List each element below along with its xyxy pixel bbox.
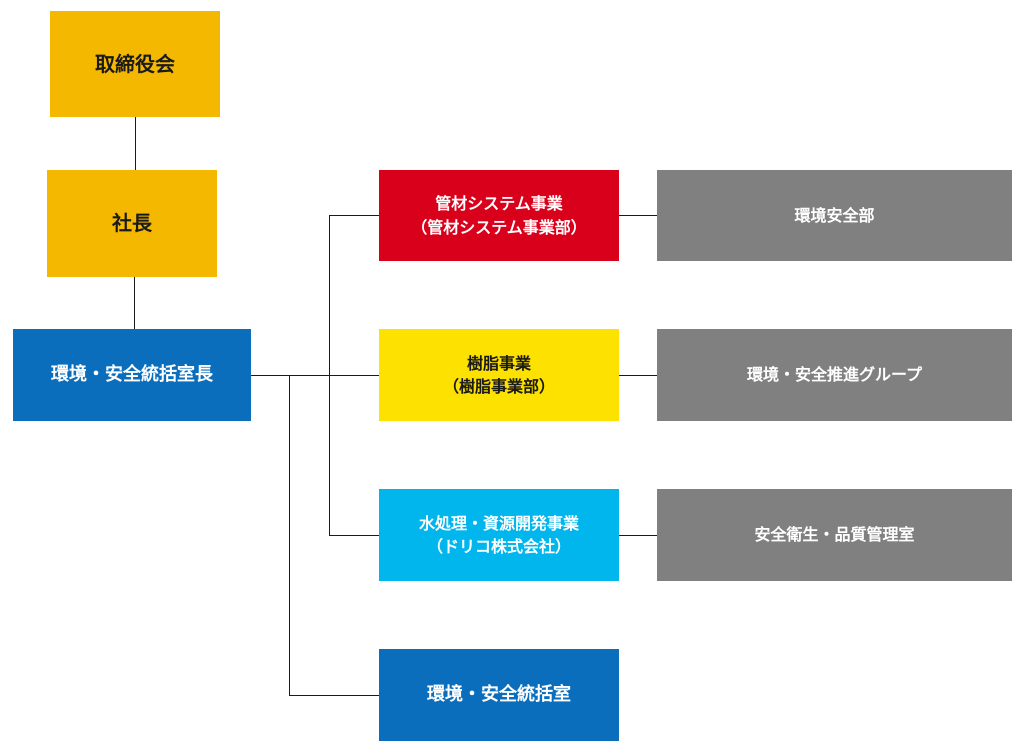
node-resin-division-line1: 樹脂事業 bbox=[466, 353, 531, 373]
node-office: 環境・安全統括室 bbox=[379, 649, 619, 741]
node-board-label: 取締役会 bbox=[95, 51, 175, 76]
node-pipe-division: 管材システム事業 （管材システム事業部） bbox=[379, 170, 619, 261]
node-water-division: 水処理・資源開発事業 （ドリコ株式会社） bbox=[379, 489, 619, 581]
connector-board-president bbox=[135, 117, 136, 170]
node-director: 環境・安全統括室長 bbox=[13, 329, 251, 421]
connector-office-bus bbox=[289, 375, 290, 695]
node-director-label: 環境・安全統括室長 bbox=[51, 363, 213, 385]
connector-director-trunk bbox=[251, 375, 379, 376]
node-office-label: 環境・安全統括室 bbox=[427, 683, 571, 705]
node-hygiene-quality-office-label: 安全衛生・品質管理室 bbox=[754, 525, 915, 545]
connector-division-bus bbox=[329, 215, 330, 535]
node-env-safety-dept-label: 環境安全部 bbox=[794, 205, 875, 225]
node-water-division-line1: 水処理・資源開発事業 bbox=[418, 513, 579, 533]
node-hygiene-quality-office: 安全衛生・品質管理室 bbox=[657, 489, 1012, 581]
node-resin-division: 樹脂事業 （樹脂事業部） bbox=[379, 329, 619, 421]
node-resin-division-line2: （樹脂事業部） bbox=[442, 377, 555, 396]
connector-water-office bbox=[619, 535, 657, 536]
node-env-safety-dept: 環境安全部 bbox=[657, 170, 1012, 261]
node-env-safety-group-label: 環境・安全推進グループ bbox=[746, 365, 923, 385]
node-president: 社長 bbox=[47, 170, 217, 277]
node-pipe-division-line1: 管材システム事業 bbox=[435, 194, 563, 214]
connector-bus-pipe bbox=[329, 215, 379, 216]
node-water-division-line2: （ドリコ株式会社） bbox=[426, 537, 571, 556]
node-pipe-division-line2: （管材システム事業部） bbox=[411, 217, 587, 237]
connector-bus-office bbox=[289, 695, 379, 696]
node-env-safety-group: 環境・安全推進グループ bbox=[657, 329, 1012, 421]
connector-president-director bbox=[134, 277, 135, 329]
node-board: 取締役会 bbox=[50, 11, 220, 117]
connector-resin-group bbox=[619, 375, 657, 376]
connector-bus-water bbox=[329, 535, 379, 536]
node-president-label: 社長 bbox=[112, 211, 152, 235]
connector-pipe-dept bbox=[619, 215, 657, 216]
